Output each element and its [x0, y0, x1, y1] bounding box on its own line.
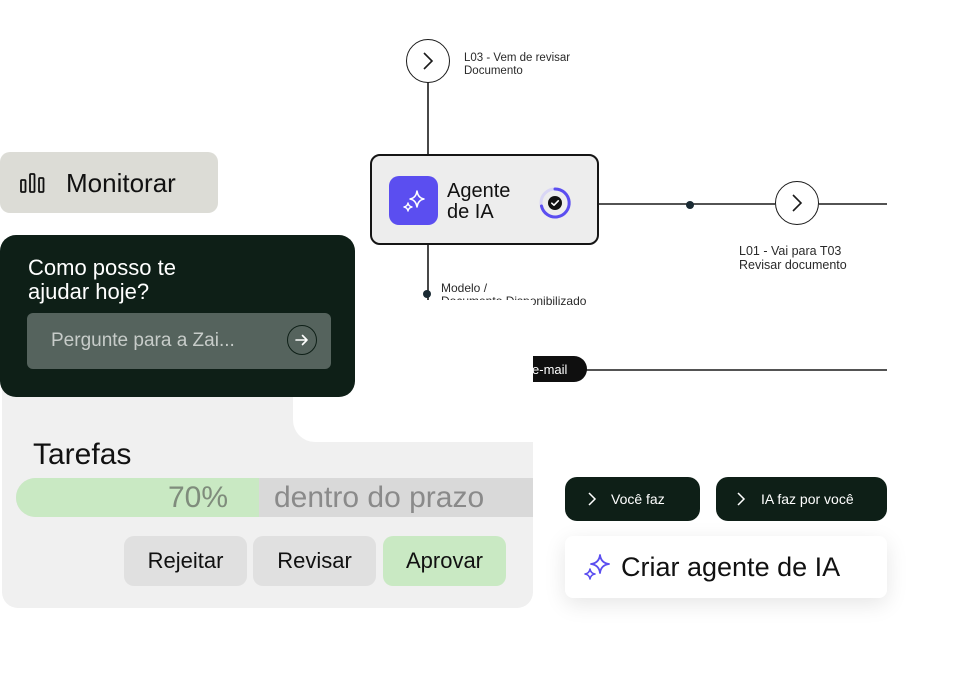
deadline-progress-fill — [16, 478, 259, 517]
chat-placeholder: Pergunte para a Zai... — [51, 330, 235, 351]
arrow-right-icon — [295, 334, 308, 346]
review-button[interactable]: Revisar — [253, 536, 376, 586]
approve-button[interactable]: Aprovar — [383, 536, 506, 586]
deadline-progress-caption: dentro do prazo — [274, 481, 485, 514]
tasks-title: Tarefas — [33, 438, 132, 471]
deadline-progress-percent: 70% — [167, 481, 228, 514]
sparkle-icon — [584, 554, 610, 580]
create-agent-label: Criar agente de IA — [621, 552, 841, 582]
create-agent-button[interactable]: Criar agente de IA — [565, 536, 887, 598]
reject-button[interactable]: Rejeitar — [124, 536, 247, 586]
bar-chart-icon — [20, 173, 45, 193]
flow-entry-node[interactable] — [406, 39, 450, 83]
monitor-label[interactable]: Monitorar — [66, 168, 176, 198]
chevron-right-icon — [423, 52, 434, 70]
chevron-right-icon — [737, 492, 746, 506]
chat-title: Como posso te ajudar hoje? — [28, 255, 176, 304]
chat-input[interactable]: Pergunte para a Zai... — [27, 313, 331, 369]
chat-send-button[interactable] — [287, 325, 317, 355]
ai-agent-title: Agente de IA — [447, 180, 511, 223]
flow-next-node[interactable] — [775, 181, 819, 225]
chevron-right-icon — [588, 492, 597, 506]
monitor-card[interactable] — [0, 152, 218, 213]
chevron-right-icon — [792, 194, 803, 212]
ai-does-button[interactable]: IA faz por você — [716, 477, 887, 521]
deadline-progress-bar: 70% dentro do prazo — [16, 478, 533, 517]
flow-next-label: L01 - Vai para T03 Revisar documento — [739, 244, 847, 272]
ai-agent-node[interactable]: Agente de IA — [370, 154, 599, 245]
sparkle-icon — [389, 176, 438, 225]
flow-entry-label: L03 - Vem de revisar Documento — [464, 52, 571, 77]
status-check-icon — [539, 187, 571, 219]
you-do-button[interactable]: Você faz — [565, 477, 700, 521]
